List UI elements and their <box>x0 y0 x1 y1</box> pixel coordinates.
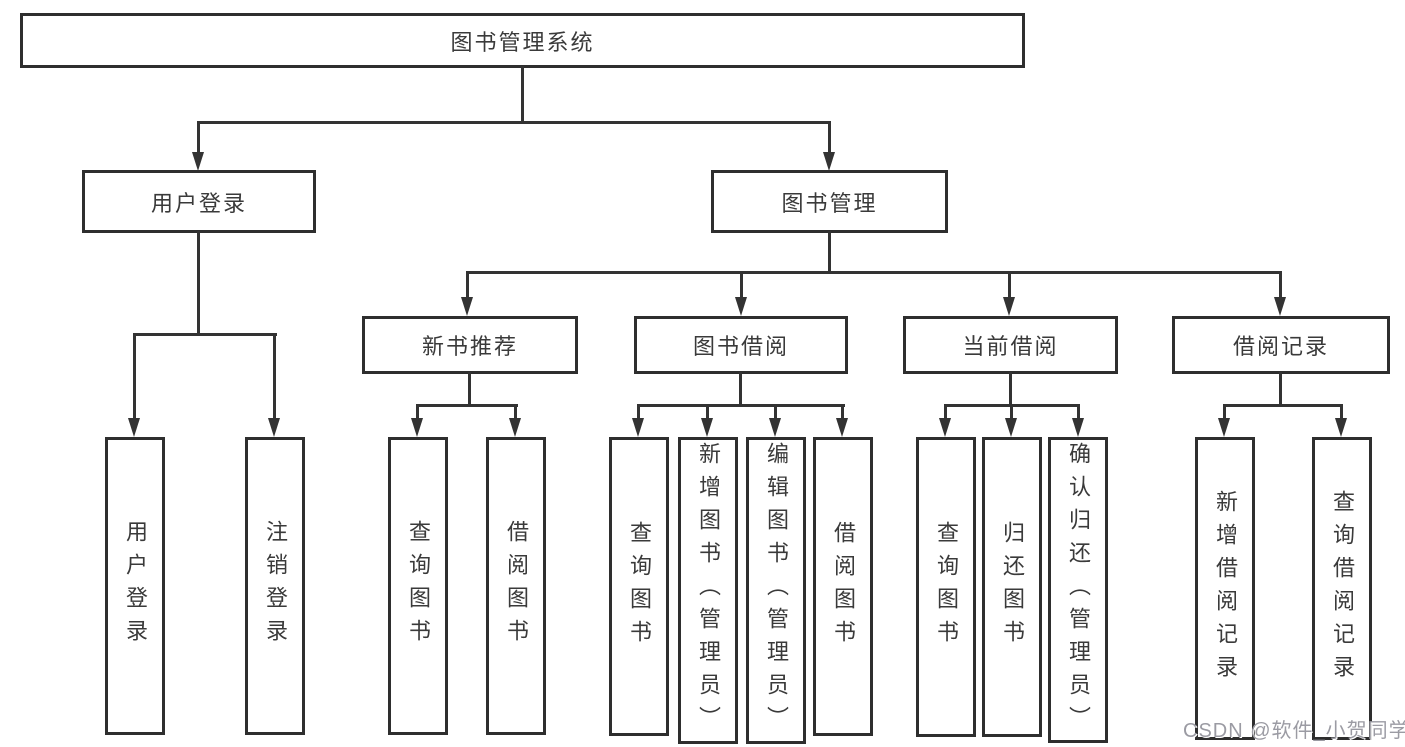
leaf-add-books-admin: 新增图书（管理员） <box>678 437 738 744</box>
connector-line <box>1223 404 1343 407</box>
arrowhead-down-icon <box>268 418 280 437</box>
node-book-management: 图书管理 <box>711 170 948 233</box>
connector-line <box>468 372 471 407</box>
connector-line <box>1010 404 1013 418</box>
leaf-return-books: 归还图书 <box>982 437 1042 737</box>
leaf-query-borrow-record: 查询借阅记录 <box>1312 437 1372 740</box>
connector-line <box>197 231 200 335</box>
connector-line <box>1223 404 1226 418</box>
connector-line <box>197 121 200 152</box>
connector-line <box>637 404 845 407</box>
arrowhead-down-icon <box>939 418 951 437</box>
arrowhead-down-icon <box>461 297 473 316</box>
arrowhead-down-icon <box>1003 297 1015 316</box>
arrowhead-down-icon <box>735 297 747 316</box>
arrowhead-down-icon <box>192 152 204 171</box>
arrowhead-down-icon <box>128 418 140 437</box>
connector-line <box>1279 372 1282 407</box>
connector-line <box>637 404 640 418</box>
arrowhead-down-icon <box>1005 418 1017 437</box>
leaf-query-books-recommend: 查询图书 <box>388 437 448 735</box>
arrowhead-down-icon <box>823 152 835 171</box>
connector-line <box>740 271 743 297</box>
connector-line <box>416 404 518 407</box>
arrowhead-down-icon <box>701 418 713 437</box>
connector-line <box>1279 271 1282 297</box>
node-borrowing-records: 借阅记录 <box>1172 316 1390 374</box>
arrowhead-down-icon <box>769 418 781 437</box>
leaf-borrow-books: 借阅图书 <box>813 437 873 736</box>
arrowhead-down-icon <box>509 418 521 437</box>
connector-line <box>739 372 742 407</box>
connector-line <box>273 333 276 418</box>
arrowhead-down-icon <box>411 418 423 437</box>
connector-line <box>133 333 136 418</box>
arrowhead-down-icon <box>836 418 848 437</box>
connector-line <box>416 404 419 418</box>
node-new-book-recommend: 新书推荐 <box>362 316 578 374</box>
connector-line <box>828 231 831 273</box>
leaf-logout: 注销登录 <box>245 437 305 735</box>
connector-line <box>133 333 277 336</box>
leaf-borrow-books-recommend: 借阅图书 <box>486 437 546 735</box>
connector-line <box>1340 404 1343 418</box>
connector-line <box>1008 271 1011 297</box>
leaf-edit-books-admin: 编辑图书（管理员） <box>746 437 806 744</box>
connector-line <box>466 271 1280 274</box>
connector-line <box>944 404 947 418</box>
leaf-query-books-current: 查询图书 <box>916 437 976 737</box>
connector-line <box>706 404 709 418</box>
arrowhead-down-icon <box>1218 418 1230 437</box>
arrowhead-down-icon <box>1274 297 1286 316</box>
connector-line <box>466 271 469 297</box>
connector-line <box>521 66 524 123</box>
arrowhead-down-icon <box>632 418 644 437</box>
arrowhead-down-icon <box>1072 418 1084 437</box>
connector-line <box>1077 404 1080 418</box>
leaf-query-books-borrowing: 查询图书 <box>609 437 669 736</box>
node-library-management-system: 图书管理系统 <box>20 13 1025 68</box>
leaf-add-borrow-record: 新增借阅记录 <box>1195 437 1255 740</box>
connector-line <box>514 404 517 418</box>
node-current-borrowing: 当前借阅 <box>903 316 1118 374</box>
connector-line <box>774 404 777 418</box>
leaf-confirm-return-admin: 确认归还（管理员） <box>1048 437 1108 743</box>
leaf-user-login: 用户登录 <box>105 437 165 735</box>
node-book-borrowing: 图书借阅 <box>634 316 848 374</box>
connector-line <box>1009 372 1012 407</box>
node-user-login: 用户登录 <box>82 170 316 233</box>
csdn-watermark: CSDN @软件_小贺同学 <box>1183 720 1405 742</box>
connector-line <box>197 121 831 124</box>
connector-line <box>828 121 831 152</box>
connector-line <box>841 404 844 418</box>
arrowhead-down-icon <box>1335 418 1347 437</box>
